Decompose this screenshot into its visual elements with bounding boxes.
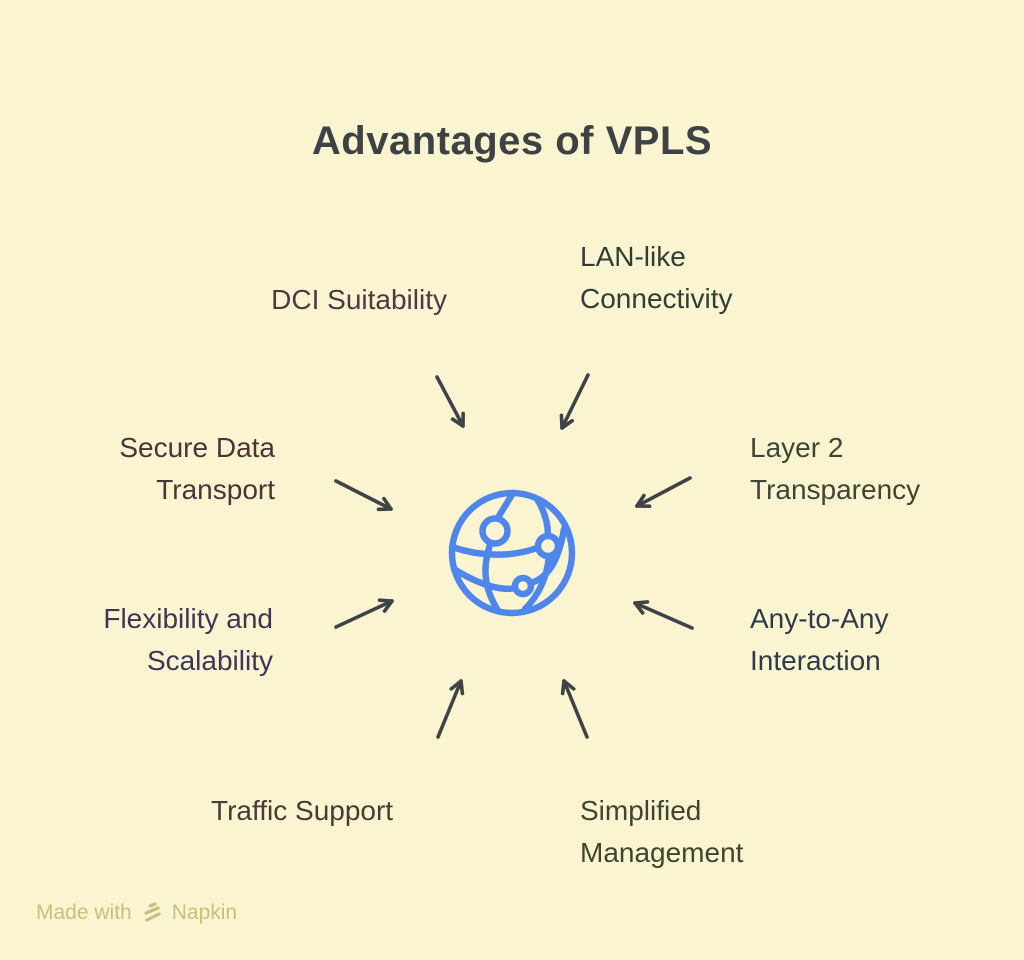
label-secure-data-transport: Secure Data Transport [119, 432, 275, 505]
watermark-brand-text: Napkin [171, 901, 238, 924]
watermark-made-with-text: Made with [36, 901, 132, 924]
label-traffic-support: Traffic Support [211, 795, 394, 826]
label-dci-suitability: DCI Suitability [271, 284, 447, 315]
arrow-layer-2-transparency [635, 476, 692, 508]
network-node-medium [534, 532, 562, 560]
network-node-small [511, 574, 535, 598]
watermark: Made with Napkin [36, 901, 237, 925]
label-any-to-any-interaction: Any-to-Any Interaction [750, 603, 889, 676]
page-title: Advantages of VPLS [311, 118, 713, 163]
arrow-lan-like-connectivity [559, 373, 590, 430]
arrow-dci-suitability [435, 375, 465, 428]
napkin-logo-icon [144, 902, 161, 922]
label-simplified-management: Simplified Management [580, 795, 744, 868]
arrow-any-to-any-interaction [633, 600, 694, 630]
arrow-flexibility-and-scalability [334, 598, 394, 629]
network-node-large [479, 515, 511, 547]
arrow-traffic-support [436, 679, 465, 739]
label-layer-2-transparency: Layer 2 Transparency [750, 432, 921, 505]
arrow-simplified-management [560, 679, 589, 739]
label-flexibility-and-scalability: Flexibility and Scalability [103, 603, 273, 676]
label-lan-like-connectivity: LAN-like Connectivity [580, 241, 733, 314]
arrow-secure-data-transport [334, 479, 393, 512]
